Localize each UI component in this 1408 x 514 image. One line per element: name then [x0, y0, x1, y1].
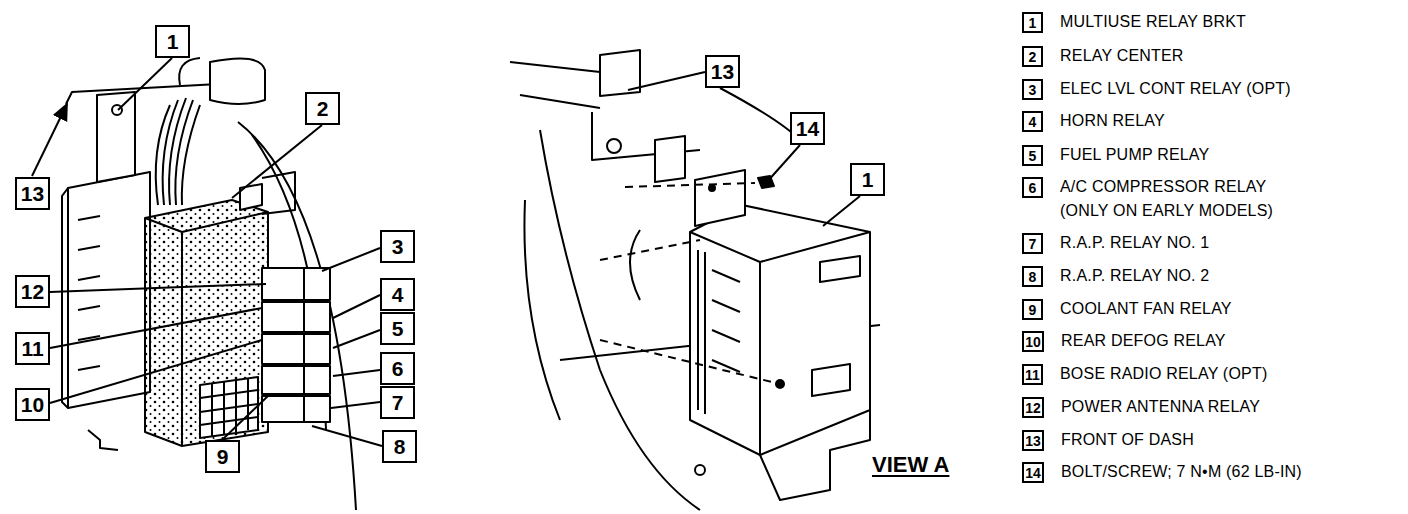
legend-row: 8 R.A.P. RELAY NO. 2: [1022, 266, 1209, 288]
legend-row: 3 ELEC LVL CONT RELAY (OPT): [1022, 79, 1291, 101]
part-name: FUEL PUMP RELAY: [1060, 143, 1209, 167]
legend-row: 1 MULTIUSE RELAY BRKT: [1022, 12, 1246, 34]
key-number: 2: [1029, 49, 1037, 65]
part-name: MULTIUSE RELAY BRKT: [1060, 10, 1246, 34]
part-name: BOLT/SCREW; 7 N•M (62 LB-IN): [1061, 460, 1302, 484]
callout-number: 9: [217, 445, 229, 469]
callout-number-box: 12: [15, 275, 50, 308]
callout-number-box: 10: [15, 388, 50, 421]
key-number: 4: [1029, 114, 1037, 130]
legend-row: 11 BOSE RADIO RELAY (OPT): [1022, 364, 1267, 386]
callout-number-box: 13: [705, 55, 740, 88]
callout-number: 1: [862, 168, 874, 192]
key-number-box: 8: [1022, 266, 1043, 287]
callout-number-box: 1: [155, 25, 190, 58]
callout-number: 4: [392, 283, 404, 307]
legend-row: 7 R.A.P. RELAY NO. 1: [1022, 233, 1209, 255]
legend-row: 9 COOLANT FAN RELAY: [1022, 299, 1232, 321]
key-number-box: 11: [1022, 364, 1043, 385]
part-name: FRONT OF DASH: [1061, 428, 1194, 452]
key-number-box: 3: [1022, 79, 1043, 100]
key-number-box: 9: [1022, 299, 1043, 320]
legend-row: 13 FRONT OF DASH: [1022, 430, 1194, 452]
callout-number-box: 3: [380, 230, 415, 263]
part-name: RELAY CENTER: [1060, 44, 1184, 68]
callout-number-box: 5: [380, 312, 415, 345]
key-number-box: 6: [1022, 177, 1043, 198]
callout-number-box: 8: [382, 430, 417, 463]
callout-number-box: 6: [380, 352, 415, 385]
key-number: 8: [1029, 269, 1037, 285]
key-number-box: 14: [1022, 462, 1044, 483]
callout-number-box: 9: [205, 440, 240, 473]
key-number: 14: [1025, 465, 1041, 481]
callout-number: 12: [21, 280, 44, 304]
callout-number-box: 2: [305, 92, 340, 125]
callout-number: 8: [394, 435, 406, 459]
key-number: 11: [1025, 367, 1040, 383]
legend-row: 12 POWER ANTENNA RELAY: [1022, 397, 1260, 419]
key-number: 5: [1029, 148, 1037, 164]
legend-row: 10 REAR DEFOG RELAY: [1022, 331, 1226, 353]
key-number: 3: [1029, 82, 1037, 98]
legend-row: 2 RELAY CENTER: [1022, 46, 1184, 68]
legend-row: 14 BOLT/SCREW; 7 N•M (62 LB-IN): [1022, 462, 1302, 484]
callout-number: 11: [21, 337, 43, 361]
callout-number: 13: [21, 182, 44, 206]
key-number-box: 12: [1022, 397, 1044, 418]
key-number-box: 4: [1022, 111, 1043, 132]
legend-row: 4 HORN RELAY: [1022, 111, 1165, 133]
part-name: ELEC LVL CONT RELAY (OPT): [1060, 77, 1291, 101]
key-number: 7: [1029, 236, 1037, 252]
part-name: POWER ANTENNA RELAY: [1061, 395, 1260, 419]
legend-row: 6 A/C COMPRESSOR RELAY (ONLY ON EARLY MOD…: [1022, 177, 1300, 223]
key-number-box: 1: [1022, 12, 1043, 33]
key-number-box: 2: [1022, 46, 1043, 67]
callout-number: 7: [392, 391, 404, 415]
key-number: 13: [1025, 433, 1041, 449]
part-name: R.A.P. RELAY NO. 1: [1060, 231, 1209, 255]
callout-number: 2: [317, 97, 329, 121]
callout-number-box: 11: [15, 332, 50, 365]
callout-number: 10: [21, 393, 44, 417]
key-number: 9: [1029, 302, 1037, 318]
callout-number: 1: [167, 30, 179, 54]
legend-row: 5 FUEL PUMP RELAY: [1022, 145, 1209, 167]
callout-number: 3: [392, 235, 404, 259]
key-number-box: 10: [1022, 331, 1044, 352]
view-label: VIEW A: [872, 452, 949, 478]
part-name: BOSE RADIO RELAY (OPT): [1060, 362, 1267, 386]
key-number-box: 5: [1022, 145, 1043, 166]
callout-number-box: 14: [790, 112, 825, 145]
part-name: R.A.P. RELAY NO. 2: [1060, 264, 1209, 288]
part-name: COOLANT FAN RELAY: [1060, 297, 1232, 321]
callout-number-box: 4: [380, 278, 415, 311]
key-number: 12: [1025, 400, 1041, 416]
callout-number-box: 1: [850, 163, 885, 196]
callout-number: 5: [392, 317, 404, 341]
part-name: A/C COMPRESSOR RELAY (ONLY ON EARLY MODE…: [1060, 175, 1300, 223]
callout-number: 14: [796, 117, 819, 141]
callout-number: 6: [392, 357, 404, 381]
key-number: 6: [1029, 180, 1037, 196]
key-number: 10: [1025, 334, 1041, 350]
part-name: REAR DEFOG RELAY: [1061, 329, 1226, 353]
key-number-box: 7: [1022, 233, 1043, 254]
part-name: HORN RELAY: [1060, 109, 1165, 133]
callout-number-box: 7: [380, 386, 415, 419]
callout-number: 13: [711, 60, 734, 84]
key-number-box: 13: [1022, 430, 1044, 451]
key-number: 1: [1029, 15, 1037, 31]
callout-number-box: 13: [15, 177, 50, 210]
